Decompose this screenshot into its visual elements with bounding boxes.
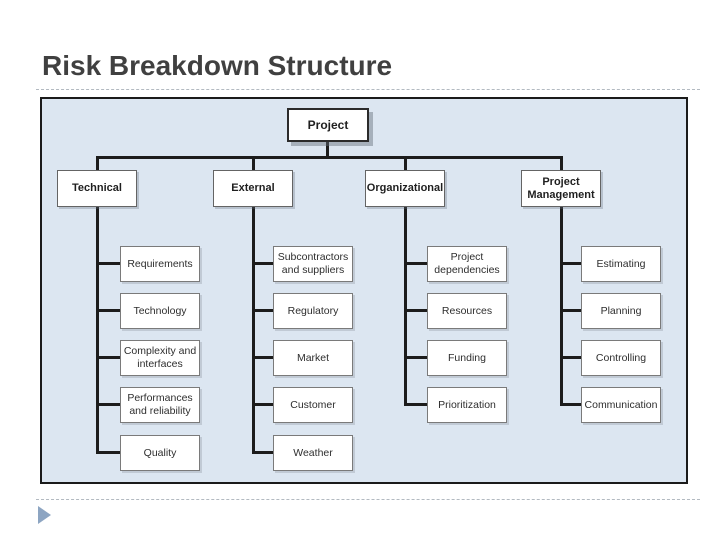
node-organizational: Organizational	[365, 170, 445, 207]
connector-stub	[252, 451, 275, 454]
node-technical: Technical	[57, 170, 137, 207]
connector-trunk-organizational	[404, 205, 407, 406]
connector-trunk-technical	[96, 205, 99, 454]
connector-trunk-external	[252, 205, 255, 454]
connector-stub	[404, 356, 429, 359]
connector-stub	[560, 356, 583, 359]
connector-stub	[252, 356, 275, 359]
node-technology: Technology	[120, 293, 200, 329]
connector-drop-project-management	[560, 156, 563, 170]
connector-stub	[96, 262, 122, 265]
connector-stub	[404, 309, 429, 312]
arrow-bullet-icon	[38, 506, 51, 524]
node-performances-and-reliability: Performances and reliability	[120, 387, 200, 423]
footer-separator	[36, 499, 700, 500]
node-regulatory: Regulatory	[273, 293, 353, 329]
title-separator	[36, 89, 700, 90]
connector-stub	[252, 262, 275, 265]
node-quality: Quality	[120, 435, 200, 471]
node-project: Project	[287, 108, 369, 142]
node-subcontractors-and-suppliers: Subcontractors and suppliers	[273, 246, 353, 282]
node-external: External	[213, 170, 293, 207]
connector-stub	[96, 356, 122, 359]
node-planning: Planning	[581, 293, 661, 329]
connector-stub	[96, 403, 122, 406]
connector-stub	[404, 403, 429, 406]
node-estimating: Estimating	[581, 246, 661, 282]
connector-stub	[560, 262, 583, 265]
node-project-dependencies: Project dependencies	[427, 246, 507, 282]
connector-stub	[252, 403, 275, 406]
connector-stub	[560, 309, 583, 312]
connector-stub	[96, 309, 122, 312]
node-requirements: Requirements	[120, 246, 200, 282]
node-market: Market	[273, 340, 353, 376]
node-resources: Resources	[427, 293, 507, 329]
node-customer: Customer	[273, 387, 353, 423]
connector-stub	[96, 451, 122, 454]
node-communication: Communication	[581, 387, 661, 423]
node-complexity-and-interfaces: Complexity and interfaces	[120, 340, 200, 376]
node-weather: Weather	[273, 435, 353, 471]
node-prioritization: Prioritization	[427, 387, 507, 423]
connector-trunk-project-management	[560, 205, 563, 406]
node-funding: Funding	[427, 340, 507, 376]
connector-drop-organizational	[404, 156, 407, 170]
connector-root-trunk	[326, 140, 329, 157]
node-project-management: Project Management	[521, 170, 601, 207]
connector-stub	[404, 262, 429, 265]
connector-stub	[252, 309, 275, 312]
node-controlling: Controlling	[581, 340, 661, 376]
connector-stub	[560, 403, 583, 406]
slide-title: Risk Breakdown Structure	[42, 50, 393, 81]
connector-drop-external	[252, 156, 255, 170]
connector-bus	[96, 156, 563, 159]
connector-drop-technical	[96, 156, 99, 170]
